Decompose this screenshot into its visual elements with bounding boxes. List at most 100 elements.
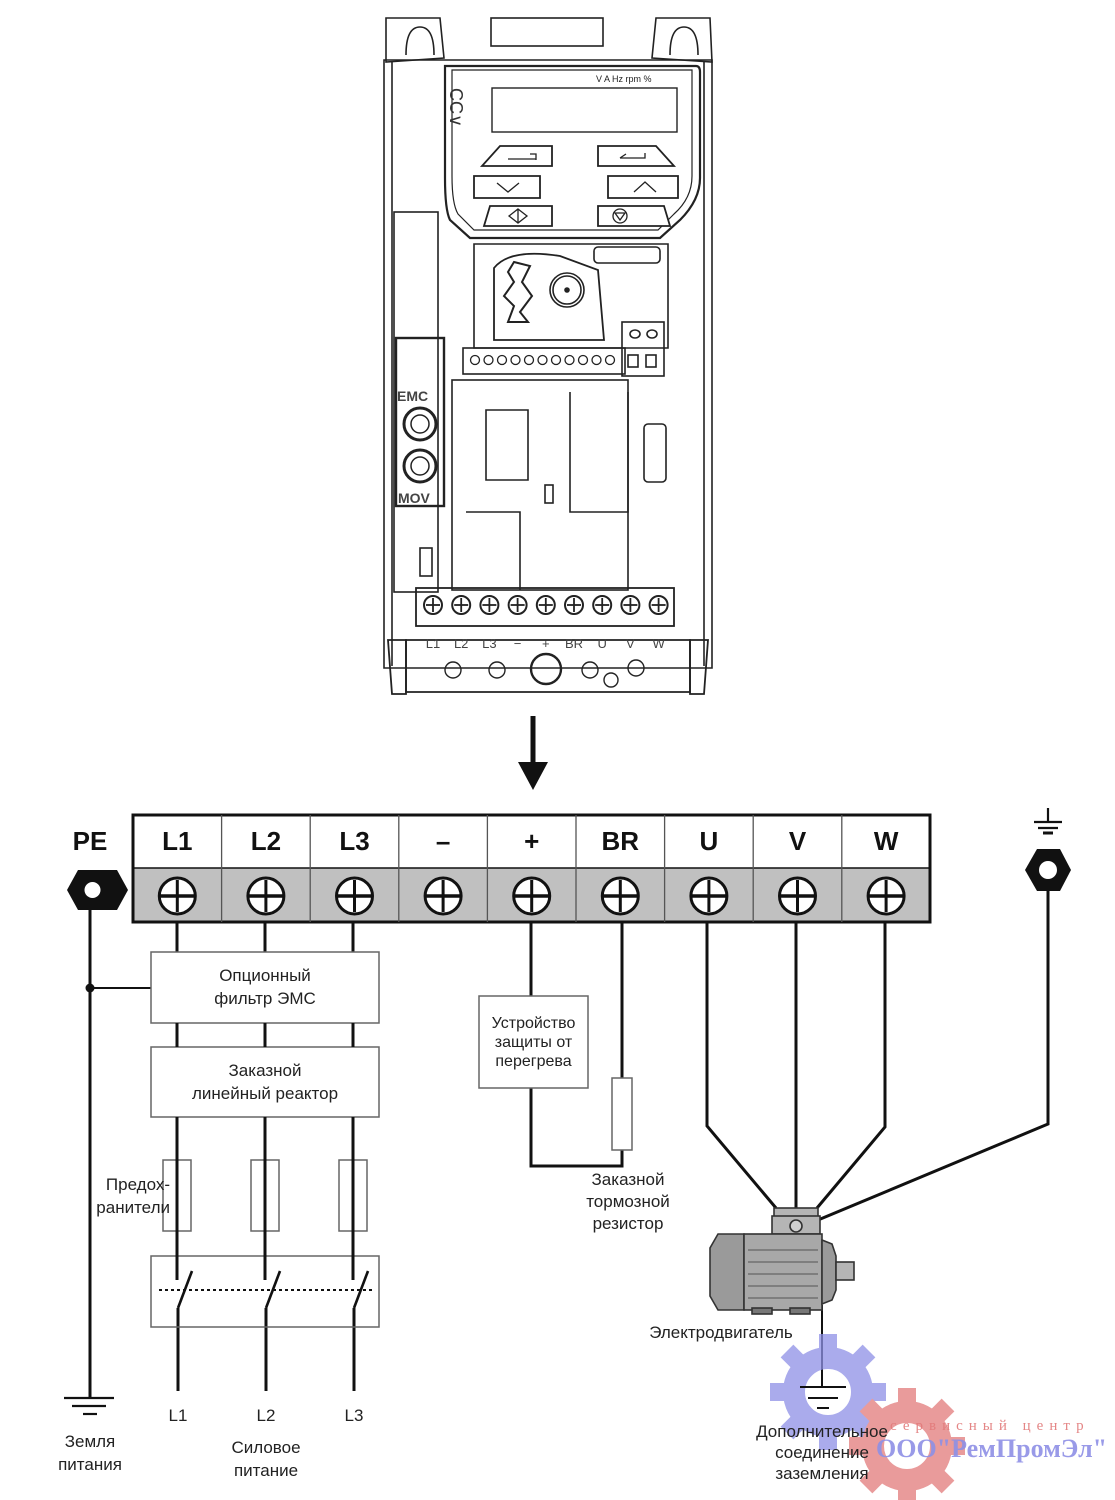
brake-resistor-label: Заказной тормозной резистор — [578, 1170, 678, 1234]
drive-terminal-screw[interactable] — [507, 595, 528, 615]
gland-hole — [581, 661, 599, 679]
drive-terminal-label: BR — [564, 636, 584, 651]
supply-earth-icon — [64, 1396, 114, 1416]
drive-terminal-label: W — [652, 636, 665, 651]
terminal-screw-1[interactable] — [246, 876, 286, 916]
control-terminal-hole — [577, 354, 589, 366]
display-units: V A Hz rpm % — [596, 74, 652, 84]
extra-earth-label-line: соединение — [775, 1443, 869, 1462]
terminal-screw-7[interactable] — [778, 876, 817, 916]
supply-earth-label: Земля питания — [40, 1432, 140, 1475]
terminal-label: U — [699, 826, 719, 856]
supply-phase-l3: L3 — [344, 1406, 364, 1425]
screw-hole — [549, 272, 585, 308]
fuses-label-line: Предох- — [105, 1175, 170, 1194]
label-slot — [593, 246, 661, 264]
keyhole-right — [669, 26, 699, 56]
pe-label: PE — [72, 826, 108, 856]
fuses-label: Предох- ранители — [70, 1175, 170, 1218]
terminal-label: V — [788, 826, 807, 856]
supply-earth-label-line: Земля — [64, 1432, 116, 1451]
escape-icon — [508, 153, 537, 160]
terminal-label: + — [524, 826, 540, 856]
terminal-screw-6[interactable] — [689, 876, 729, 916]
gland-hole — [444, 661, 462, 679]
brake-resistor-label-line: резистор — [592, 1214, 664, 1233]
drive-terminal-label: U — [597, 636, 607, 651]
line-reactor-label: Заказной линейный реактор — [151, 1061, 379, 1104]
mov-screw[interactable] — [402, 448, 438, 484]
down-button[interactable] — [473, 175, 541, 199]
control-terminal-hole — [496, 354, 508, 366]
drive-terminal-screws — [423, 595, 669, 615]
drive-unit-drawing — [383, 17, 713, 669]
motor-label: Электродвигатель — [649, 1323, 793, 1342]
chevron-down-icon — [496, 182, 520, 193]
thermal-protection-label-line: Устройство — [491, 1015, 576, 1032]
thermal-protection-label-line: перегрева — [495, 1053, 572, 1070]
drive-terminal-screw[interactable] — [564, 595, 584, 615]
enter-button[interactable] — [597, 145, 677, 167]
earth-nut-icon[interactable] — [1025, 849, 1071, 891]
keyhole-left — [405, 26, 435, 56]
emc-label: EMC — [397, 388, 429, 404]
drive-terminal-label: L2 — [453, 636, 469, 651]
drive-power-terminal-strip — [415, 587, 675, 627]
control-terminal-holes — [469, 354, 616, 366]
power-supply-label-line: питание — [233, 1461, 299, 1480]
terminal-screw-4[interactable] — [512, 876, 552, 916]
pe-nut-icon[interactable] — [67, 870, 128, 910]
supply-phase-l1: L1 — [168, 1406, 188, 1425]
watermark-title: ООО"РемПромЭл" — [876, 1434, 1108, 1463]
drive-terminal-screw[interactable] — [648, 595, 669, 615]
drive-terminal-screw[interactable] — [451, 595, 472, 615]
brake-resistor-label-line: тормозной — [586, 1192, 670, 1211]
drive-terminal-screw[interactable] — [423, 595, 443, 615]
control-terminal-hole — [510, 354, 521, 366]
terminal-screw-8[interactable] — [866, 876, 906, 916]
up-button[interactable] — [607, 175, 679, 199]
control-terminal-hole — [523, 354, 535, 366]
terminal-screw-3[interactable] — [423, 876, 463, 916]
control-terminal-hole — [469, 354, 481, 366]
terminal-label: L1 — [162, 826, 193, 856]
terminal-label: W — [873, 826, 899, 856]
line-reactor-label-line: линейный реактор — [191, 1084, 339, 1103]
drive-terminal-screw[interactable] — [620, 595, 641, 615]
emc-filter-box[interactable] — [150, 951, 380, 1024]
chevron-up-icon — [633, 181, 657, 193]
top-vent — [490, 17, 604, 47]
keypad-panel — [443, 64, 702, 240]
control-terminal-hole — [564, 354, 575, 366]
extra-earth-icon — [800, 1386, 846, 1409]
start-icon — [507, 208, 529, 224]
watermark-subtitle: сервисный центр — [890, 1418, 1090, 1434]
relay-terminal — [621, 321, 665, 377]
escape-button[interactable] — [479, 145, 553, 167]
supply-phase-l2: L2 — [256, 1406, 276, 1425]
power-supply-label: Силовое питание — [216, 1438, 316, 1481]
terminal-screw-5[interactable] — [600, 876, 640, 916]
thermal-protection-label: Устройство защиты от перегрева — [479, 1014, 588, 1071]
down-arrow-icon — [518, 716, 548, 790]
terminal-screw-2[interactable] — [335, 876, 374, 916]
supply-earth-label-line: питания — [58, 1455, 122, 1474]
emc-screw[interactable] — [402, 406, 438, 442]
brake-resistor[interactable] — [611, 1077, 633, 1151]
control-terminal-hole — [591, 354, 602, 366]
terminal-screw-0[interactable] — [157, 876, 197, 916]
gland-hole — [627, 659, 645, 677]
thermal-protection-box[interactable] — [478, 995, 589, 1089]
control-compartment — [473, 243, 669, 349]
gland-hole — [488, 661, 506, 679]
emc-filter-label-line: фильтр ЭМС — [214, 989, 316, 1008]
enter-icon — [619, 153, 646, 159]
drive-terminal-screw[interactable] — [592, 595, 613, 615]
stop-button[interactable] — [597, 205, 672, 227]
dc-link-jumper — [643, 423, 667, 483]
emc-filter-label-line: Опционный — [219, 966, 311, 985]
terminal-label: BR — [601, 826, 640, 856]
drive-terminal-screw[interactable] — [535, 595, 556, 615]
extra-earth-label-line: Дополнительное — [756, 1422, 888, 1441]
drive-terminal-screw[interactable] — [479, 595, 500, 615]
